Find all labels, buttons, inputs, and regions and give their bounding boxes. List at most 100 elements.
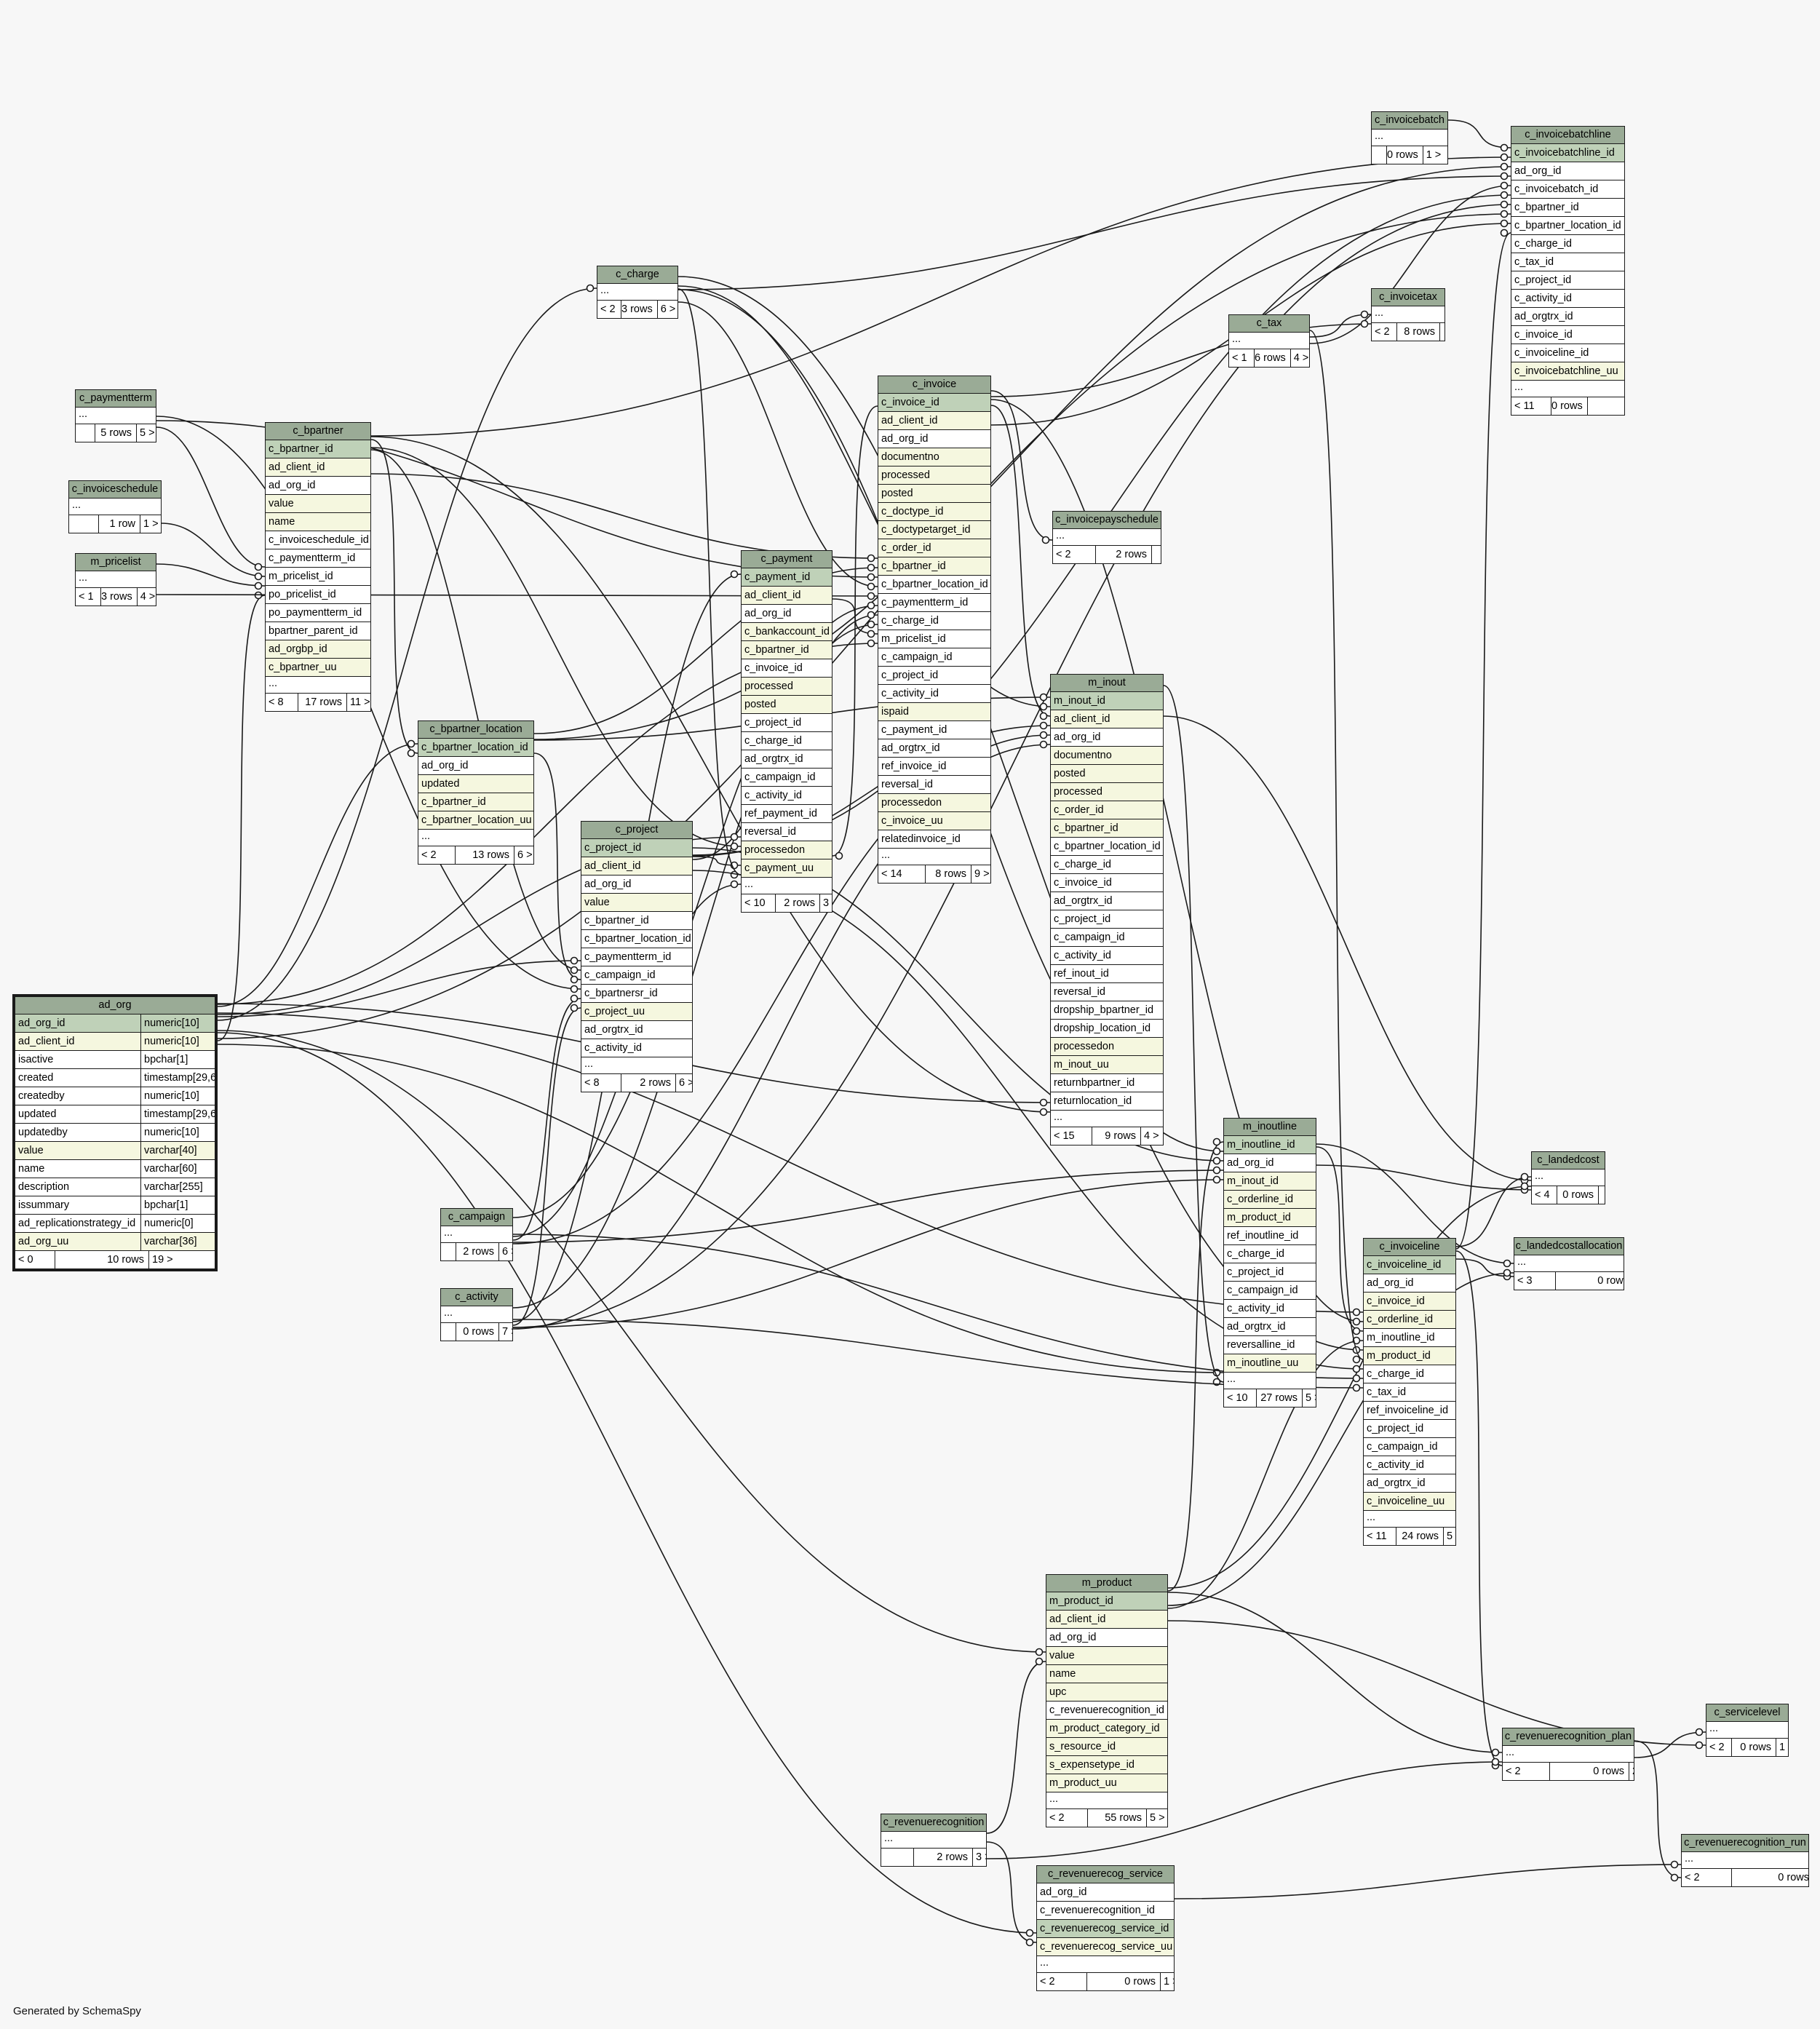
column-name: processed bbox=[1054, 786, 1102, 798]
children-count[interactable]: 9 > bbox=[974, 868, 990, 880]
column-name: m_product_id bbox=[1367, 1350, 1431, 1362]
parents-count[interactable]: < 11 bbox=[1364, 1528, 1396, 1545]
children-count[interactable]: 4 > bbox=[1293, 352, 1309, 364]
children-count[interactable]: 1 > bbox=[1164, 1976, 1174, 1988]
parents-count[interactable]: < 14 bbox=[878, 865, 926, 883]
parents-count[interactable]: < 2 bbox=[1046, 1809, 1088, 1827]
children-count[interactable] bbox=[1588, 397, 1624, 415]
children-count[interactable]: 5 > bbox=[1306, 1392, 1316, 1404]
parents-count[interactable] bbox=[1372, 146, 1387, 164]
children-count[interactable]: 6 > bbox=[660, 303, 676, 315]
children-count[interactable]: 3 > bbox=[823, 897, 832, 909]
column-name: ad_org_id bbox=[269, 480, 316, 491]
column-name: m_inoutline_uu bbox=[1227, 1357, 1299, 1369]
column-name: c_payment_uu bbox=[744, 862, 814, 874]
parents-count[interactable]: < 8 bbox=[266, 694, 298, 711]
column-name: m_inout_id bbox=[1054, 695, 1105, 707]
parents-count[interactable]: < 8 bbox=[581, 1074, 621, 1092]
parents-count[interactable] bbox=[881, 1849, 914, 1866]
parents-count[interactable] bbox=[69, 515, 99, 533]
parents-count[interactable]: < 2 bbox=[1053, 546, 1096, 563]
parents-count[interactable]: < 0 bbox=[15, 1251, 55, 1268]
children-count[interactable] bbox=[1599, 1186, 1605, 1204]
parents-count[interactable]: < 1 bbox=[76, 588, 101, 605]
children-count[interactable] bbox=[1152, 546, 1161, 563]
row-count: 0 rows bbox=[1087, 1973, 1161, 1990]
children-count[interactable] bbox=[1440, 323, 1445, 341]
children-count[interactable]: 5 > bbox=[1447, 1530, 1455, 1542]
children-count[interactable]: 7 > bbox=[502, 1326, 512, 1338]
column-row: ad_org_id bbox=[1051, 728, 1163, 747]
children-count[interactable]: 6 > bbox=[502, 1246, 512, 1258]
children-count[interactable]: 5 > bbox=[1150, 1812, 1165, 1824]
more-columns: ... bbox=[441, 1226, 512, 1243]
children-count[interactable]: 6 > bbox=[679, 1077, 692, 1089]
parents-count[interactable]: < 2 bbox=[1037, 1973, 1087, 1990]
column-name: ad_client_id bbox=[1049, 1613, 1106, 1625]
children-count[interactable]: 6 > bbox=[517, 849, 533, 861]
column-name: issummary bbox=[18, 1199, 70, 1211]
table-c-revenuerecognition-plan[interactable]: c_revenuerecognition_plan...< 20 rows2 > bbox=[1502, 1728, 1634, 1781]
column-row: m_product_id bbox=[1224, 1209, 1316, 1227]
column-name: ... bbox=[1514, 381, 1524, 393]
column-row: c_bpartner_location_id bbox=[1051, 838, 1163, 856]
children-count[interactable]: 1 > bbox=[143, 518, 159, 530]
relationship-c_campaign-to-c_project bbox=[512, 998, 581, 1241]
row-count: 9 rows bbox=[1092, 1127, 1141, 1145]
parents-count[interactable]: < 4 bbox=[1532, 1186, 1557, 1204]
parents-count[interactable] bbox=[76, 424, 95, 442]
table-header: c_invoicebatch bbox=[1372, 112, 1447, 130]
children-count[interactable]: 4 > bbox=[1144, 1130, 1159, 1142]
children-count[interactable]: 3 > bbox=[976, 1851, 986, 1863]
parents-count[interactable]: < 2 bbox=[1372, 323, 1397, 341]
parents-count[interactable]: < 2 bbox=[1706, 1739, 1732, 1756]
parents-count[interactable]: < 2 bbox=[1682, 1869, 1732, 1886]
children-count[interactable]: 2 > bbox=[1629, 1763, 1634, 1780]
parents-count[interactable] bbox=[441, 1323, 456, 1341]
parents-count[interactable]: < 2 bbox=[418, 846, 456, 864]
children-count[interactable]: 1 > bbox=[1426, 149, 1442, 161]
children-count[interactable]: 19 > bbox=[152, 1254, 173, 1266]
parents-count[interactable]: < 15 bbox=[1051, 1127, 1092, 1145]
children-count[interactable]: 11 > bbox=[350, 696, 370, 708]
parents-count[interactable]: < 2 bbox=[597, 301, 621, 318]
parents-count[interactable]: < 2 bbox=[1503, 1763, 1550, 1780]
parents-count[interactable]: < 3 bbox=[1514, 1272, 1556, 1290]
table-c-landedcostallocation[interactable]: c_landedcostallocation...< 30 rows bbox=[1514, 1237, 1624, 1290]
children-count[interactable]: 4 > bbox=[140, 591, 156, 603]
children-count[interactable]: 1 > bbox=[1779, 1742, 1788, 1753]
parents-count[interactable]: < 11 bbox=[1511, 397, 1551, 415]
column-name: m_product_category_id bbox=[1049, 1723, 1160, 1734]
parents-count[interactable]: < 10 bbox=[742, 894, 776, 912]
parents-count[interactable]: < 10 bbox=[1224, 1389, 1257, 1407]
parents-count[interactable]: < 1 bbox=[1229, 349, 1255, 367]
parents-count[interactable] bbox=[441, 1243, 456, 1260]
children-count[interactable]: 5 > bbox=[140, 427, 155, 439]
